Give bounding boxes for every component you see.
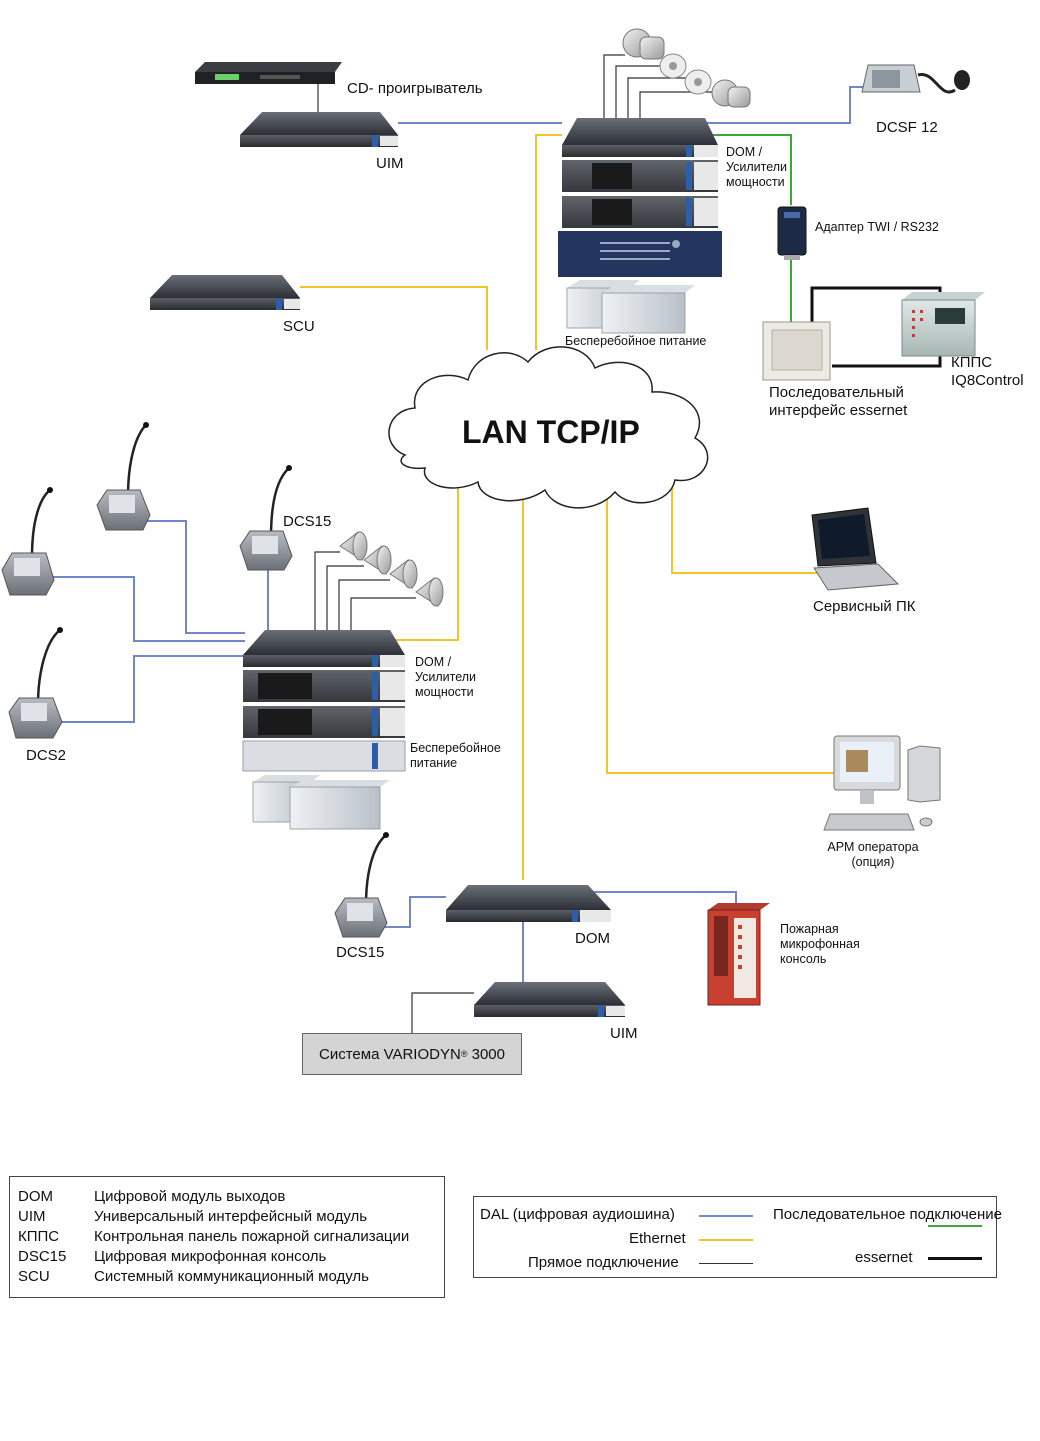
abbreviations-box: DOM Цифровой модуль выходов UIM Универсаль… [9, 1176, 445, 1298]
legend-essernet-line [928, 1257, 982, 1260]
legend-ethernet-line [699, 1239, 753, 1241]
legend-ethernet-label: Ethernet [629, 1230, 686, 1247]
serial-lines [696, 134, 792, 322]
service-pc-label: Сервисный ПК [813, 598, 916, 615]
variodyn-reg-mark: ® [460, 1049, 468, 1059]
amplifier-top-1-icon [562, 160, 718, 192]
operator-label: АРМ оператора (опция) [827, 840, 919, 869]
legend-box: DAL (цифровая аудиошина) Ethernet Прямое… [473, 1196, 1002, 1278]
ups-top-label: Бесперебойное питание [565, 334, 707, 348]
amplifier-mid-2-icon [243, 706, 405, 738]
lan-cloud [388, 346, 709, 509]
abbreviation-desc: Цифровая микрофонная консоль [94, 1248, 327, 1265]
dcs15-bottom-label: DCS15 [336, 944, 385, 961]
abbreviation-key: DSC15 [18, 1248, 67, 1265]
ups-top-unit-icon [558, 231, 722, 277]
scu-label: SCU [283, 318, 315, 335]
dcs2-label: DCS2 [26, 747, 67, 764]
legend-direct-line [699, 1263, 753, 1264]
desk-microphone-dcsf12-icon [861, 64, 970, 94]
fire-console-label: Пожарная микрофонная консоль [780, 922, 860, 966]
lan-label: LAN TCP/IP [462, 414, 640, 450]
direct-lines [314, 54, 720, 1033]
dcsf12-label: DCSF 12 [876, 119, 938, 136]
abbreviation-desc: Цифровой модуль выходов [94, 1188, 286, 1205]
variodyn-label: Система VARIODYN [319, 1045, 461, 1063]
fire-panel-icon [901, 292, 985, 357]
dom-mid-label: DOM / Усилители мощности [415, 655, 477, 699]
legend-serial-label: Последовательное подключение [773, 1206, 1002, 1223]
amplifier-mid-1-icon [243, 670, 405, 702]
adapter-icon [777, 206, 807, 260]
legend-serial-line [928, 1225, 982, 1227]
scu-rack-icon [150, 275, 300, 310]
abbreviation-key: КППС [18, 1228, 60, 1245]
abbreviation-key: UIM [18, 1208, 46, 1225]
dom-bottom-label: DOM [575, 930, 610, 947]
ups-mid-label: Бесперебойное питание [410, 741, 501, 770]
abbreviation-row: DOM Цифровой модуль выходов [18, 1188, 285, 1206]
amplifier-top-2-icon [562, 196, 718, 228]
abbreviation-row: SCU Системный коммуникационный модуль [18, 1268, 369, 1286]
dom-mid-rack-icon [243, 630, 405, 667]
dom-top-label: DOM / Усилители мощности [726, 145, 788, 189]
workstation-icon [823, 735, 941, 831]
ups-mid-unit-icon [242, 740, 406, 772]
desk-microphone-icon [1, 422, 389, 938]
horn-speaker-icon [339, 531, 444, 608]
legend-essernet-label: essernet [855, 1249, 913, 1266]
abbreviation-row: DSC15 Цифровая микрофонная консоль [18, 1248, 326, 1266]
serial-interface-label: Последовательный интерфейс essernet [769, 384, 908, 419]
variodyn-version: 3000 [467, 1045, 505, 1063]
legend-direct-label: Прямое подключение [528, 1254, 679, 1271]
abbreviation-row: UIM Универсальный интерфейсный модуль [18, 1208, 367, 1226]
dcs15-mid-label: DCS15 [283, 513, 332, 530]
uim-bottom-label: UIM [610, 1025, 638, 1042]
cd-player-icon [195, 62, 342, 84]
abbreviation-desc: Универсальный интерфейсный модуль [94, 1208, 368, 1225]
dom-bottom-rack-icon [446, 885, 611, 922]
ethernet-lines [300, 134, 911, 880]
battery-icon [566, 280, 695, 334]
abbreviation-desc: Системный коммуникационный модуль [94, 1268, 369, 1285]
fire-mic-console-icon [707, 903, 770, 1006]
uim-top-rack-icon [240, 112, 398, 147]
abbreviation-row: КППС Контрольная панель пожарной сигнализ… [18, 1228, 409, 1246]
cd-player-label: CD- проигрыватель [347, 80, 483, 97]
adapter-label: Адаптер TWI / RS232 [815, 220, 939, 234]
abbreviation-desc: Контрольная панель пожарной сигнализации [94, 1228, 410, 1245]
abbreviation-key: SCU [18, 1268, 50, 1285]
legend-dal-line [699, 1215, 753, 1217]
variodyn-system-box: Система VARIODYN® 3000 [302, 1033, 522, 1075]
serial-interface-icon [762, 321, 831, 381]
ceiling-speaker-icon [622, 28, 751, 108]
laptop-icon [811, 507, 900, 591]
battery-mid-icon [252, 775, 390, 830]
essernet-lines [810, 286, 942, 368]
uim-top-label: UIM [376, 155, 404, 172]
uim-bottom-rack-icon [474, 982, 625, 1017]
kpps-label: КППС IQ8Control [951, 354, 1024, 389]
legend-dal-label: DAL (цифровая аудиошина) [480, 1206, 675, 1223]
abbreviation-key: DOM [18, 1188, 53, 1205]
dom-top-rack-icon [562, 118, 718, 157]
